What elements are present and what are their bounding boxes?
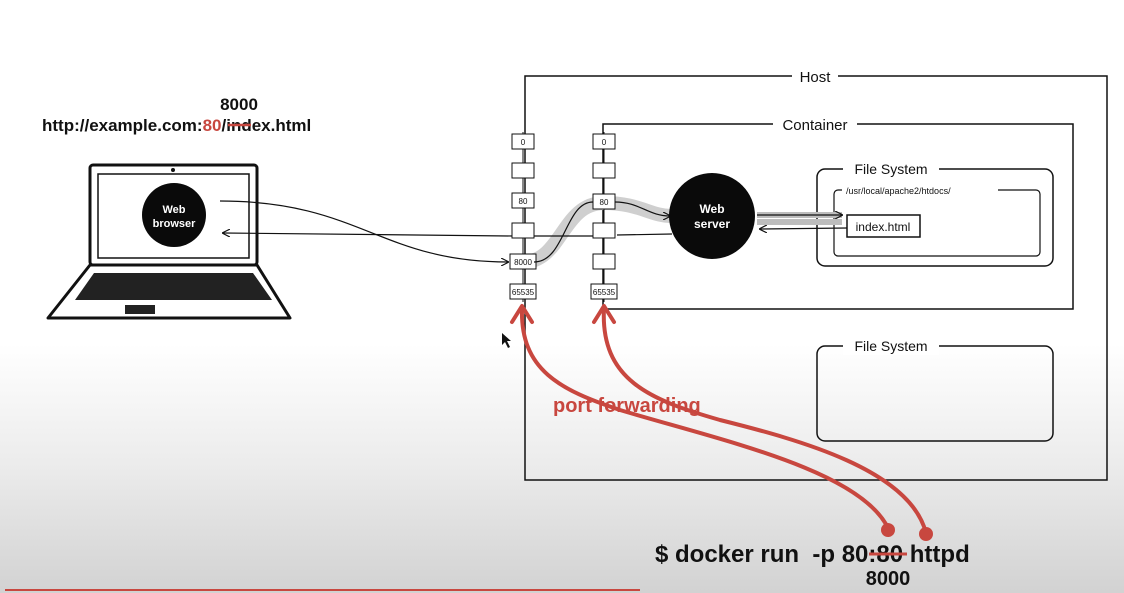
port-forwarding-label: port forwarding [553,395,701,417]
url-text: http://example.com:80/index.html [42,116,311,135]
host-port-80 [511,192,535,209]
file-highlight [757,212,842,225]
server-label-2: server [694,217,730,231]
svg-text:0: 0 [521,138,526,147]
command-prefix: $ docker run -p [655,541,842,568]
request-arrow [219,200,508,262]
web-browser-node [142,183,206,247]
host-box [524,75,1108,481]
cursor-icon [502,333,511,348]
url-prefix: http://example.com: [42,116,203,135]
file-to-server-arrow [760,228,848,229]
host-fs-label: File System [854,338,927,354]
index-file-label: index.html [856,220,911,234]
container-to-server-arrow [614,201,670,216]
svg-text:8000: 8000 [514,258,532,267]
svg-text:0: 0 [602,138,607,147]
htdocs-path: /usr/local/apache2/htdocs/ [846,186,951,196]
svg-text:65535: 65535 [512,288,535,297]
browser-label-2: browser [153,218,197,230]
container-port-0 [592,133,616,150]
host-port-column: 0 80 8000 65535 [509,132,537,302]
response-arrow-browser [223,233,513,236]
svg-text:80: 80 [519,197,528,206]
container-fs-label: File System [854,161,927,177]
url-new-port: 8000 [220,95,258,114]
container-label: Container [782,117,847,134]
container-port-65535 [590,283,618,300]
svg-text:80: 80 [600,198,609,207]
port-forwarding-arrows [510,304,933,541]
svg-text:65535: 65535 [593,288,616,297]
command-struck-port: 80 [842,541,869,568]
host-port-0 [511,133,535,150]
container-box [602,123,1074,310]
command-new-port: 8000 [866,568,911,590]
browser-label-1: Web [162,204,185,216]
web-server-node [669,173,755,259]
server-response-line [616,233,673,236]
server-label-1: Web [699,202,724,216]
host-filesystem-box [816,345,1054,442]
url-suffix: /index.html [222,116,312,135]
url-struck-port: 80 [203,116,222,135]
host-label: Host [800,69,832,86]
host-to-container-link [533,201,594,263]
laptop-icon [46,163,292,320]
container-port-column: 0 80 65535 [590,132,618,302]
docker-command: $ docker run -p 80:80 httpd [655,541,970,568]
host-port-65535 [509,283,537,300]
index-file-box [846,214,921,238]
